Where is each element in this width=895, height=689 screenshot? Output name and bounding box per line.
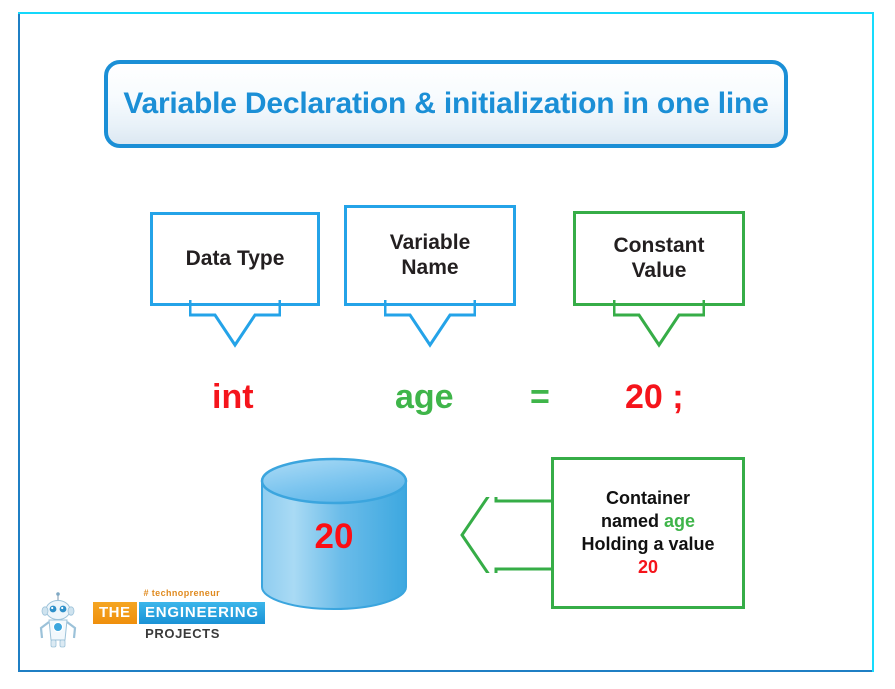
cylinder-value: 20 — [314, 517, 354, 556]
box-variable-name-label: Variable Name — [390, 231, 471, 281]
left-arrow-icon — [460, 497, 557, 573]
container-note-box: Container named age Holding a value 20 — [551, 457, 745, 609]
page-title: Variable Declaration & initialization in… — [123, 87, 769, 120]
code-statement: int age = 20 ; — [150, 378, 750, 430]
box-constant-value-label: Constant Value — [614, 234, 705, 284]
down-arrow-icon-constant-value — [613, 300, 705, 348]
title-banner: Variable Declaration & initialization in… — [104, 60, 788, 148]
memory-cylinder: 20 — [258, 455, 410, 613]
logo-word-engineering: ENGINEERING — [139, 602, 265, 624]
logo-hashtag: # technopreneur — [143, 588, 220, 598]
box-variable-name: Variable Name — [344, 205, 516, 306]
down-arrow-icon-variable-name — [384, 300, 476, 348]
brand-logo: # technopreneur THE ENGINEERING PROJECTS — [35, 588, 265, 650]
note-line-1: Container — [605, 487, 690, 508]
box-constant-value-line1: Constant — [613, 233, 705, 257]
code-token-value: 20 ; — [625, 378, 684, 416]
box-constant-value-line2: Value — [631, 258, 687, 282]
down-arrow-icon-data-type — [189, 300, 281, 348]
logo-word-the: THE — [93, 602, 137, 624]
note-line-3: Holding a value — [581, 534, 715, 554]
cylinder-icon — [260, 457, 408, 610]
box-variable-name-line2: Name — [401, 255, 459, 279]
note-variable-name: age — [664, 510, 696, 531]
box-data-type-label: Data Type — [185, 246, 285, 270]
code-token-data-type: int — [212, 378, 254, 416]
note-line-2: named age — [601, 510, 695, 533]
code-token-assignment-operator: = — [530, 378, 550, 416]
logo-word-projects: PROJECTS — [145, 626, 220, 641]
code-token-variable-name: age — [395, 378, 454, 416]
box-variable-name-line1: Variable — [389, 230, 471, 254]
note-value: 20 — [637, 557, 659, 578]
robot-mascot-icon — [39, 592, 77, 648]
note-line-2-prefix: named — [600, 510, 664, 531]
box-data-type: Data Type — [150, 212, 320, 306]
box-constant-value: Constant Value — [573, 211, 745, 306]
